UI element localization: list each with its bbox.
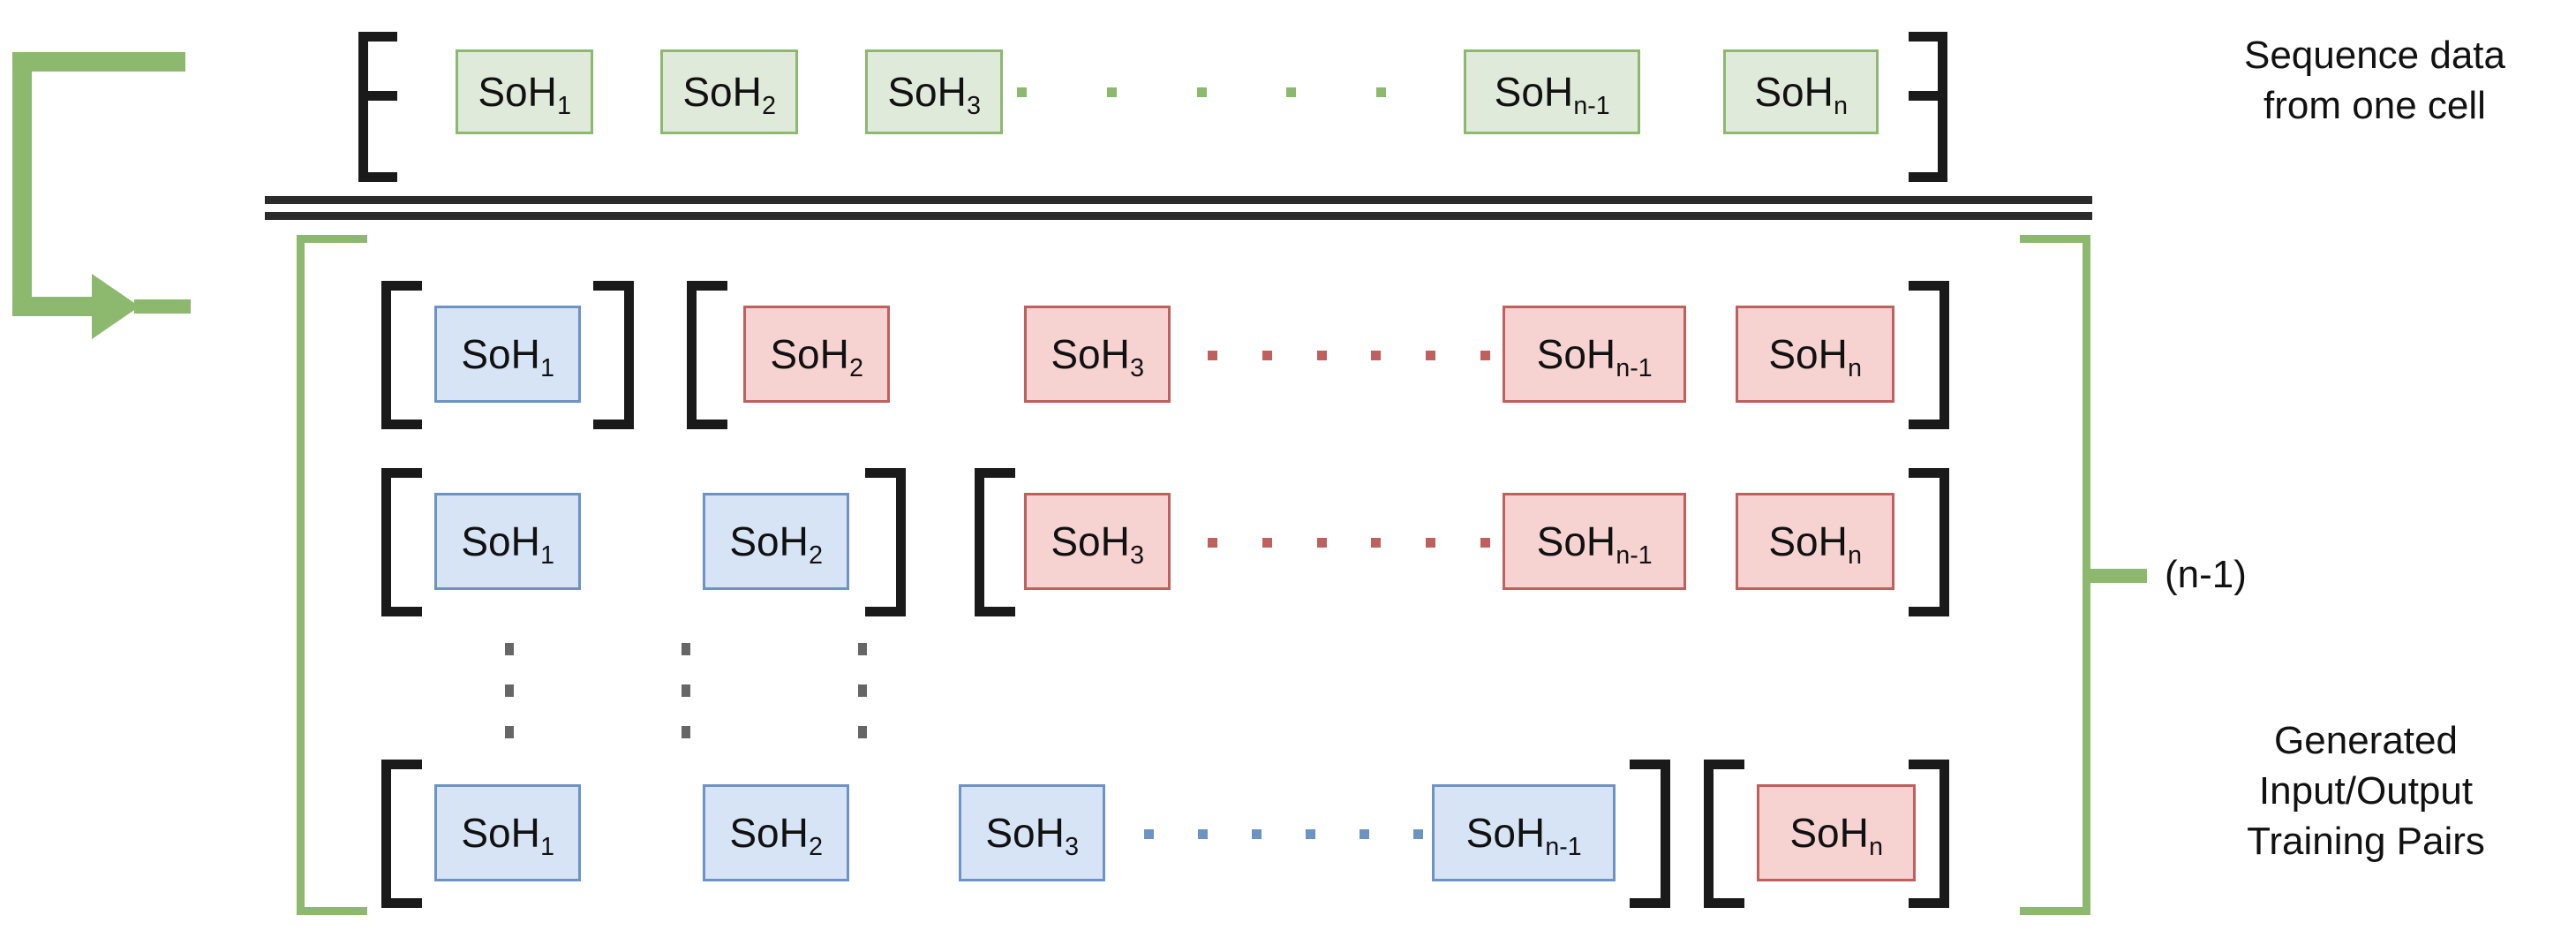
- sequence-cell-n: SoHn: [1723, 49, 1879, 134]
- cell-subscript: n-1: [1616, 541, 1653, 570]
- cell-subscript: n: [1869, 832, 1883, 861]
- cell-subscript: n: [1834, 91, 1848, 120]
- row3-input-cell-3: SoH3: [959, 784, 1105, 881]
- cell-subscript: 2: [762, 91, 776, 120]
- cell-subscript: 1: [540, 353, 554, 382]
- cell-base: SoH: [461, 331, 540, 377]
- row2-output-cell-n-1: SoHn-1: [1503, 493, 1686, 590]
- vertical-ellipsis-col-2: [682, 643, 690, 738]
- row2-input-cell-1: SoH1: [434, 493, 581, 590]
- cell-subscript: 3: [1065, 832, 1079, 861]
- cell-subscript: n: [1848, 541, 1862, 570]
- cell-base: SoH: [1051, 331, 1130, 377]
- cell-base: SoH: [1768, 331, 1848, 377]
- sequence-data-label: Sequence data from one cell: [2243, 34, 2506, 128]
- cell-subscript: n-1: [1616, 353, 1653, 382]
- cell-base: SoH: [1536, 518, 1616, 564]
- cell-base: SoH: [1465, 810, 1546, 856]
- vertical-ellipsis-col-3: [858, 643, 867, 738]
- row2-output-cell-3: SoH3: [1024, 493, 1171, 590]
- vertical-ellipsis-col-1: [505, 643, 514, 738]
- row3-input-ellipsis: [1144, 828, 1423, 839]
- row1-output-ellipsis: [1208, 350, 1490, 360]
- row3-output-cell-n: SoHn: [1757, 784, 1916, 881]
- training-pairs-green-bracket-right: [2020, 235, 2090, 915]
- sequence-cell-1: SoH1: [456, 49, 593, 134]
- cell-base: SoH: [1494, 69, 1574, 115]
- row1-output-cell-2: SoH2: [743, 306, 890, 403]
- row3-input-cell-n-1: SoHn-1: [1432, 784, 1616, 881]
- cell-subscript: 3: [1130, 353, 1144, 382]
- sequence-cell-n-1: SoHn-1: [1464, 49, 1640, 134]
- cell-base: SoH: [985, 810, 1065, 856]
- cell-base: SoH: [1754, 69, 1834, 115]
- cell-base: SoH: [729, 518, 809, 564]
- row1-output-cell-3: SoH3: [1024, 306, 1171, 403]
- generated-pairs-label: Generated Input/Output Training Pairs: [2247, 719, 2485, 864]
- training-pairs-green-bracket-left: [297, 235, 367, 915]
- row3-input-cell-1: SoH1: [434, 784, 581, 881]
- cell-subscript: 3: [1130, 541, 1144, 570]
- row3-input-cell-2: SoH2: [703, 784, 849, 881]
- count-connector-line: [2085, 569, 2147, 583]
- cell-subscript: 2: [809, 541, 823, 570]
- sequence-cell-2: SoH2: [660, 49, 798, 134]
- row2-output-cell-n: SoHn: [1736, 493, 1894, 590]
- row1-output-cell-n: SoHn: [1736, 306, 1894, 403]
- cell-subscript: n: [1848, 353, 1862, 382]
- cell-base: SoH: [461, 518, 540, 564]
- separator-line-bottom: [265, 212, 2092, 220]
- cell-subscript: 1: [540, 541, 554, 570]
- row1-input-cell-1: SoH1: [434, 306, 581, 403]
- separator-line-top: [265, 196, 2092, 204]
- cell-subscript: n-1: [1545, 832, 1582, 861]
- cell-base: SoH: [770, 331, 849, 377]
- row2-input-cell-2: SoH2: [703, 493, 849, 590]
- cell-base: SoH: [1768, 518, 1848, 564]
- row2-output-ellipsis: [1208, 537, 1490, 548]
- cell-base: SoH: [1789, 810, 1869, 856]
- cell-subscript: 1: [540, 832, 554, 861]
- cell-subscript: 2: [849, 353, 863, 382]
- cell-base: SoH: [461, 810, 540, 856]
- row1-output-cell-n-1: SoHn-1: [1503, 306, 1686, 403]
- pair-count-label: (n-1): [2165, 553, 2247, 596]
- cell-subscript: 1: [557, 91, 571, 120]
- cell-subscript: 2: [809, 832, 823, 861]
- cell-base: SoH: [729, 810, 809, 856]
- cell-subscript: 3: [967, 91, 981, 120]
- cell-base: SoH: [1051, 518, 1130, 564]
- cell-base: SoH: [682, 69, 762, 115]
- sequence-cell-3: SoH3: [865, 49, 1003, 134]
- cell-base: SoH: [887, 69, 967, 115]
- cell-base: SoH: [1536, 331, 1616, 377]
- cell-base: SoH: [478, 69, 557, 115]
- sequence-ellipsis: [1017, 87, 1476, 97]
- cell-subscript: n-1: [1573, 91, 1610, 120]
